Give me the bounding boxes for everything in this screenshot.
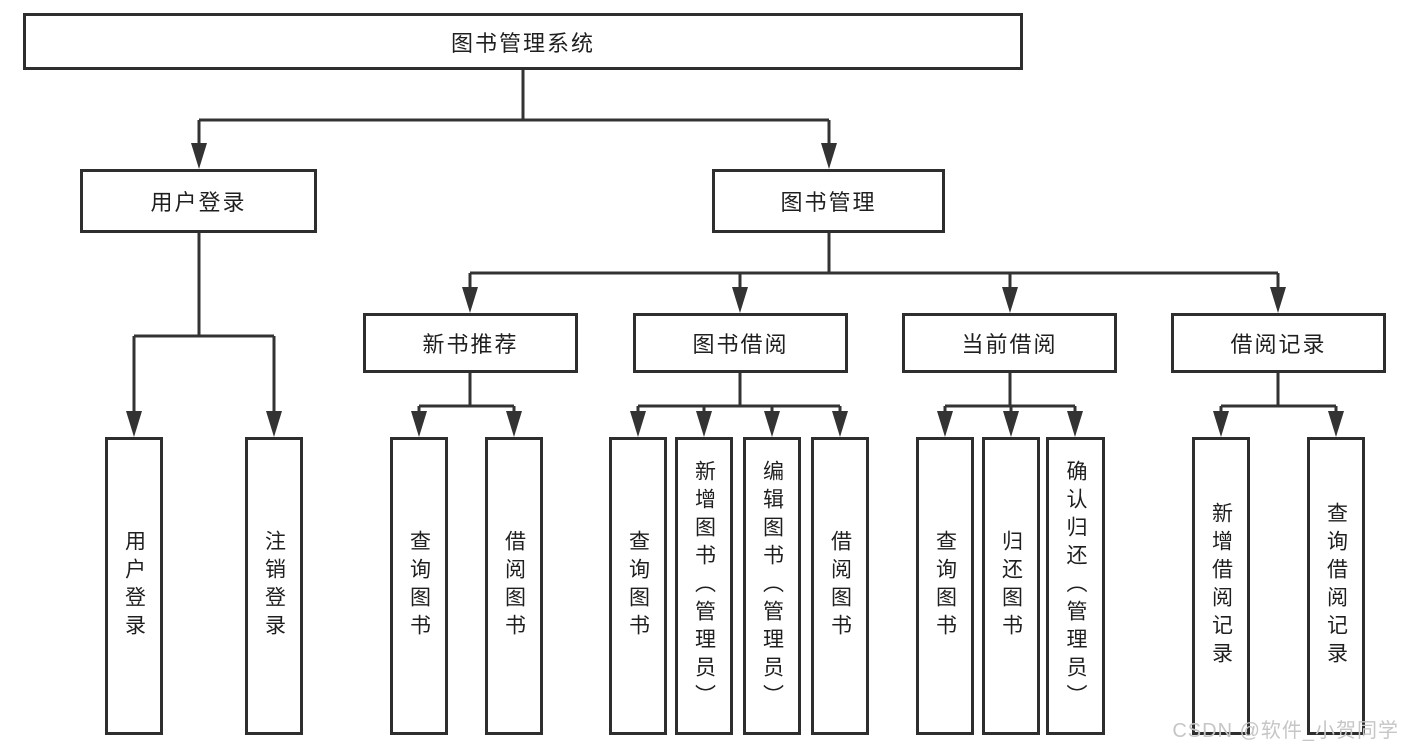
node-newbook-borrow: 借阅图书 (485, 437, 543, 735)
node-root-label: 图书管理系统 (450, 30, 595, 56)
node-borrow-add: 新增图书（管理员） (675, 437, 733, 735)
node-current-return: 归还图书 (982, 437, 1040, 735)
node-current-borrow-label: 当前借阅 (961, 332, 1058, 357)
node-record-add: 新增借阅记录 (1192, 437, 1250, 735)
node-record-add-label: 新增借阅记录 (1209, 502, 1233, 670)
csdn-watermark: CSDN @软件_小贺同学 (1172, 720, 1399, 742)
arrowhead-icons (126, 143, 1344, 437)
node-current-confirm-label: 确认归还（管理员） (1064, 460, 1087, 712)
node-borrow-borrow-label: 借阅图书 (828, 530, 852, 642)
node-newbook-query-label: 查询图书 (407, 530, 431, 642)
node-book-borrow-label: 图书借阅 (692, 332, 789, 357)
node-borrow-borrow: 借阅图书 (811, 437, 869, 735)
node-record-query-label: 查询借阅记录 (1324, 502, 1348, 670)
node-root: 图书管理系统 (23, 13, 1023, 70)
node-borrow-edit-label: 编辑图书（管理员） (760, 460, 784, 712)
node-newbook-query: 查询图书 (390, 437, 448, 735)
node-current-borrow: 当前借阅 (902, 313, 1117, 373)
node-borrow-records-label: 借阅记录 (1230, 332, 1327, 357)
node-borrow-edit: 编辑图书（管理员） (743, 437, 801, 735)
node-book-borrow: 图书借阅 (633, 313, 848, 373)
node-logout-action-label: 注销登录 (262, 530, 286, 642)
node-borrow-query-label: 查询图书 (626, 530, 650, 642)
node-current-query-label: 查询图书 (933, 530, 957, 642)
node-newbook-borrow-label: 借阅图书 (502, 530, 526, 642)
node-login-action-label: 用户登录 (122, 530, 146, 642)
node-current-confirm: 确认归还（管理员） (1046, 437, 1105, 735)
node-borrow-add-label: 新增图书（管理员） (692, 460, 716, 712)
node-user-login-label: 用户登录 (150, 190, 247, 215)
node-login-action: 用户登录 (105, 437, 163, 735)
node-book-mgmt-label: 图书管理 (780, 190, 877, 215)
node-current-query: 查询图书 (916, 437, 974, 735)
node-new-book-rec: 新书推荐 (363, 313, 578, 373)
node-current-return-label: 归还图书 (999, 530, 1023, 642)
node-book-mgmt: 图书管理 (712, 169, 945, 233)
node-user-login: 用户登录 (80, 169, 317, 233)
node-record-query: 查询借阅记录 (1307, 437, 1365, 735)
connector-lines (132, 70, 1338, 414)
node-new-book-rec-label: 新书推荐 (422, 332, 519, 357)
node-borrow-records: 借阅记录 (1171, 313, 1386, 373)
node-borrow-query: 查询图书 (609, 437, 667, 735)
node-logout-action: 注销登录 (245, 437, 303, 735)
